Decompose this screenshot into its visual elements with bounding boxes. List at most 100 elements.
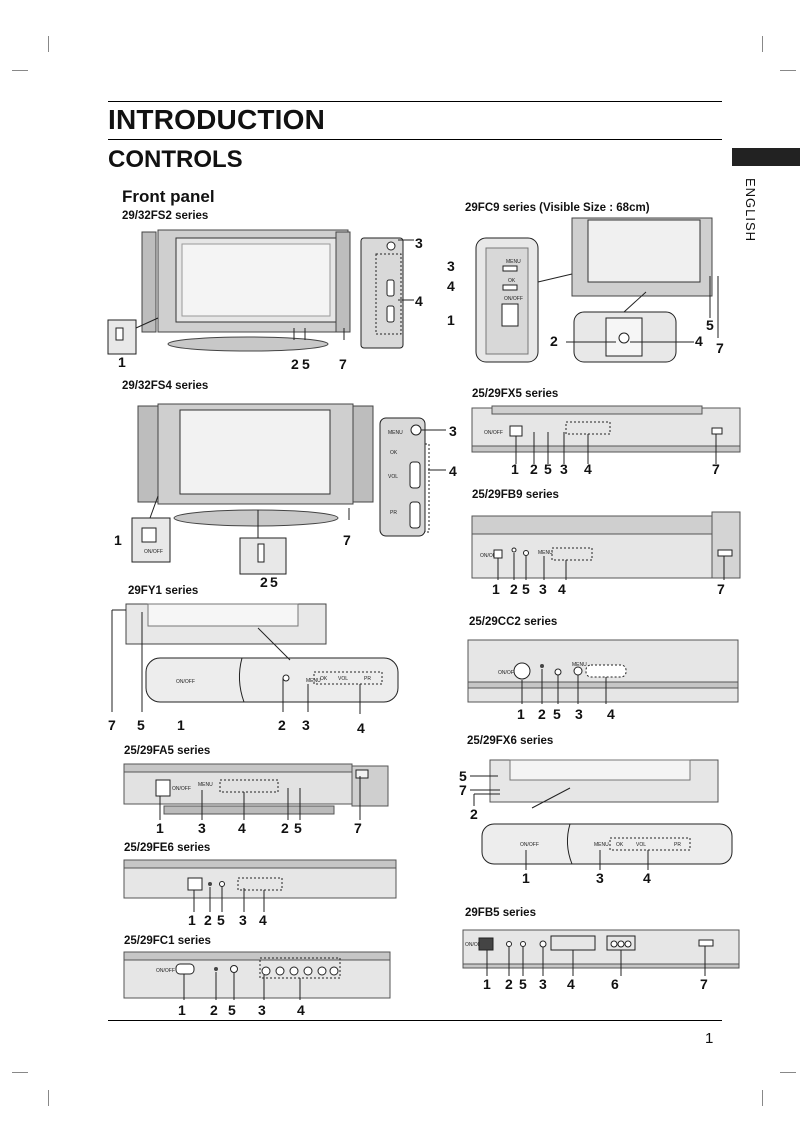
label-vol: VOL	[636, 842, 646, 848]
callout-1: 1	[492, 581, 500, 597]
callout-6: 6	[611, 976, 619, 992]
callout-2: 2	[210, 1002, 218, 1018]
callout-1: 1	[511, 461, 519, 477]
callout-5: 5	[522, 581, 530, 597]
callout-2: 2	[538, 706, 546, 722]
figure-title: 25/29FA5 series	[124, 745, 211, 757]
callout-2: 2	[291, 356, 299, 372]
callout-2: 2	[204, 912, 212, 928]
label-pr: PR	[390, 510, 397, 516]
label-onoff: ON/OFF	[504, 296, 523, 302]
crop-mark	[780, 1072, 796, 1073]
language-label: ENGLISH	[743, 178, 758, 243]
tv-illustration-fs4: ON/OFF MENU OK VOL PR	[131, 403, 446, 575]
crop-mark	[762, 36, 763, 52]
callout-3: 3	[302, 717, 310, 733]
figure-title: 25/29FB9 series	[472, 489, 559, 501]
label-menu: MENU	[506, 259, 521, 265]
callout-3: 3	[239, 912, 247, 928]
callout-5: 5	[519, 976, 527, 992]
callout-5: 5	[217, 912, 225, 928]
callout-3: 3	[560, 461, 568, 477]
callout-5: 5	[706, 317, 714, 333]
callout-3: 3	[539, 581, 547, 597]
callout-1: 1	[483, 976, 491, 992]
callout-4: 4	[238, 820, 246, 836]
language-tab	[732, 148, 800, 166]
figure-title: 25/29FC1 series	[124, 935, 211, 947]
figure-title: 29FB5 series	[465, 907, 536, 919]
callout-3: 3	[539, 976, 547, 992]
label-vol: VOL	[338, 676, 348, 682]
callout-7: 7	[339, 356, 347, 372]
tv-illustration-fb5: ON/OFF	[462, 929, 740, 976]
callout-1: 1	[517, 706, 525, 722]
callout-4: 4	[415, 293, 423, 309]
tv-illustration-fs2	[107, 229, 414, 355]
figure-title: 29FC9 series (Visible Size : 68cm)	[465, 202, 650, 214]
callout-1: 1	[177, 717, 185, 733]
callout-4: 4	[558, 581, 566, 597]
label-menu: MENU	[388, 430, 403, 436]
label-menu: MENU	[572, 662, 587, 668]
label-onoff: ON/OFF	[484, 430, 503, 436]
label-onoff: ON/OFF	[172, 786, 191, 792]
top-rule	[108, 101, 722, 102]
figure-title: 29FY1 series	[128, 585, 199, 597]
callout-2: 2	[470, 806, 478, 822]
callout-7: 7	[459, 782, 467, 798]
callout-4: 4	[643, 870, 651, 886]
label-pr: PR	[364, 676, 371, 682]
callout-5: 5	[270, 574, 278, 590]
label-onoff: ON/OFF	[176, 679, 195, 685]
callout-4: 4	[357, 720, 365, 736]
callout-2: 2	[505, 976, 513, 992]
crop-mark	[12, 1072, 28, 1073]
figure-title: 29/32FS4 series	[122, 380, 209, 392]
label-ok: OK	[320, 676, 328, 682]
title-rule	[108, 139, 722, 140]
figure-title: 25/29CC2 series	[469, 616, 558, 628]
label-ok: OK	[508, 278, 516, 284]
crop-mark	[12, 70, 28, 71]
callout-4: 4	[695, 333, 703, 349]
callout-1: 1	[156, 820, 164, 836]
callout-5: 5	[228, 1002, 236, 1018]
callout-2: 2	[510, 581, 518, 597]
crop-mark	[48, 36, 49, 52]
callout-2: 2	[530, 461, 538, 477]
page-title: INTRODUCTION	[108, 104, 326, 135]
tv-illustration-fe6	[123, 859, 397, 912]
label-onoff: ON/OFF	[144, 549, 163, 555]
tv-illustration-fc9: MENU OK ON/OFF	[475, 217, 719, 363]
callout-2: 2	[260, 574, 268, 590]
callout-3: 3	[447, 258, 455, 274]
label-onoff: ON/OFF	[480, 553, 499, 559]
callout-7: 7	[712, 461, 720, 477]
crop-mark	[48, 1090, 49, 1106]
callout-7: 7	[700, 976, 708, 992]
label-menu: MENU	[198, 782, 213, 788]
callout-4: 4	[297, 1002, 305, 1018]
label-menu: MENU	[306, 678, 321, 684]
crop-mark	[780, 70, 796, 71]
label-ok: OK	[390, 450, 398, 456]
label-onoff: ON/OFF	[520, 842, 539, 848]
callout-5: 5	[544, 461, 552, 477]
callout-5: 5	[302, 356, 310, 372]
callout-5: 5	[137, 717, 145, 733]
tv-illustration-fc1: ON/OFF	[123, 951, 391, 1000]
callout-3: 3	[258, 1002, 266, 1018]
tv-illustration-fb9: ON/OFF MENU	[471, 511, 741, 580]
tv-illustration-cc2: ON/OFF MENU	[467, 639, 739, 704]
callout-2: 2	[550, 333, 558, 349]
label-onoff: ON/OFF	[498, 670, 517, 676]
callout-7: 7	[716, 340, 724, 356]
label-pr: PR	[674, 842, 681, 848]
tv-illustration-fx6: ON/OFF MENU OK VOL PR	[470, 759, 733, 870]
callout-4: 4	[584, 461, 592, 477]
callout-7: 7	[108, 717, 116, 733]
subsection-title: Front panel	[122, 187, 215, 206]
tv-illustration-fy1: ON/OFF MENU OK VOL PR	[111, 603, 399, 714]
callout-3: 3	[575, 706, 583, 722]
